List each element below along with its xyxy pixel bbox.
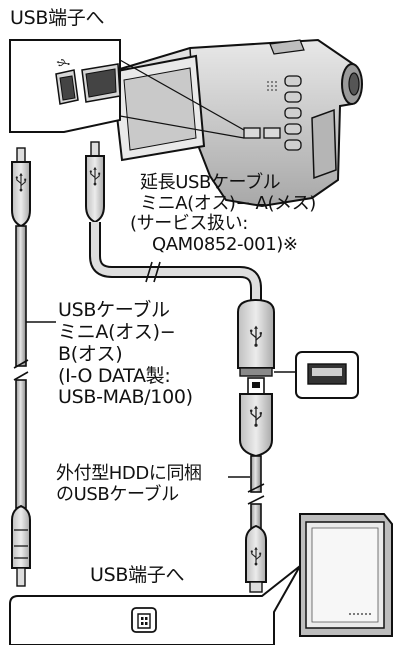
extension-usb-cable — [85, 141, 275, 377]
hdd-cable-line-1: 外付型HDDに同梱 — [56, 463, 202, 484]
usb-cable-left — [11, 147, 31, 587]
usb-cable-line-4: (I-O DATA製: — [58, 364, 171, 387]
usb-a-port-callout — [274, 351, 359, 399]
extension-cable-label: 延長USBケーブル ミニA(オス)− A(メス) (サービス扱い: QAM085… — [130, 172, 392, 256]
usb-cable-line-1: USBケーブル — [58, 299, 170, 321]
usb-cable-line-5: USB-MAB/100) — [58, 386, 193, 409]
usb-cable-line-2: ミニA(オス)− — [58, 320, 176, 343]
hdd-cable-line-2: のUSBケーブル — [56, 483, 179, 505]
extension-cable-line-3: (サービス扱い: — [130, 213, 248, 235]
b-port-callout — [9, 565, 301, 645]
usb-port-label-bottom: USB端子へ — [90, 564, 185, 586]
external-hdd — [299, 513, 393, 637]
extension-cable-line-2: ミニA(オス)− A(メス) — [140, 192, 316, 214]
extension-cable-line-1: 延長USBケーブル — [140, 172, 281, 193]
camcorder — [107, 38, 363, 208]
hdd-cable-label: 外付型HDDに同梱 のUSBケーブル — [56, 463, 236, 505]
port-closeup-callout — [9, 39, 245, 139]
hdd-usb-cable — [239, 377, 273, 593]
usb-cable-line-3: B(オス) — [58, 342, 123, 365]
usb-port-label-top: USB端子へ — [10, 7, 105, 29]
usb-cable-label: USBケーブル ミニA(オス)− B(オス) (I-O DATA製: USB-M… — [58, 299, 248, 409]
extension-cable-line-4: QAM0852-001)※ — [152, 234, 298, 256]
